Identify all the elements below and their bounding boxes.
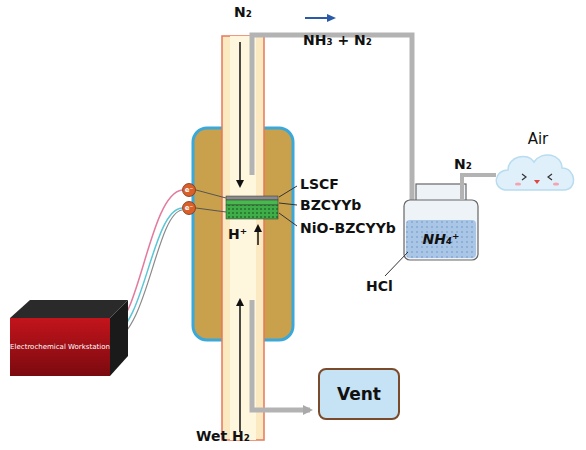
- leader-line: [279, 186, 297, 197]
- cloud-eye: [522, 174, 526, 180]
- cloud-cheek: [515, 182, 521, 185]
- layer-label: LSCF: [300, 176, 339, 192]
- node-text: NH₄⁺: [423, 231, 460, 247]
- cloud: [496, 155, 573, 190]
- terminal-label: e⁻: [185, 204, 193, 212]
- gas-label: Wet H₂: [196, 428, 250, 444]
- leader-line: [279, 203, 297, 205]
- vent-pipe: [252, 300, 310, 410]
- bottle-outlet: [462, 175, 496, 200]
- electrolyte-layer: [226, 200, 278, 205]
- hcl-solution: [406, 220, 476, 258]
- cathode-layer: [226, 196, 278, 200]
- bottle-body: [404, 200, 478, 260]
- gas-label: NH₃ + N₂: [303, 32, 372, 48]
- terminal-label: e⁻: [185, 186, 193, 194]
- solution-label: HCl: [366, 278, 393, 294]
- cloud-eye: [548, 174, 552, 180]
- reactor-tube: [222, 36, 264, 440]
- workstation-side: [110, 300, 128, 376]
- workstation-top: [10, 300, 128, 318]
- cloud-mouth: [534, 180, 540, 184]
- cloud-cheek: [553, 182, 559, 185]
- inlet-arrow: [239, 42, 241, 186]
- node-text: Air: [528, 130, 549, 148]
- gas-label: N₂: [454, 156, 472, 172]
- electrode-lead: [196, 190, 226, 198]
- terminal: [183, 202, 196, 215]
- vent-box: Vent: [318, 368, 400, 420]
- leader-line: [279, 213, 297, 226]
- workstation-label-area: Electrochemical Workstation: [7, 326, 113, 368]
- air-cloud: Air: [500, 130, 576, 202]
- node-text: Electrochemical Workstation: [10, 343, 110, 351]
- flow-arrow: [305, 17, 334, 19]
- terminal: [183, 184, 196, 197]
- absorption-bottle: NH₄⁺: [408, 222, 474, 256]
- bottle-neck: [416, 184, 466, 202]
- anode-layer: [226, 205, 278, 219]
- layer-label: NiO-BZCYYb: [300, 220, 396, 236]
- node-text: Vent: [337, 384, 381, 404]
- leader-line: [385, 252, 408, 276]
- ion-label: H⁺: [228, 226, 247, 242]
- layer-label: BZCYYb: [300, 197, 361, 213]
- proton-arrow: [257, 226, 259, 245]
- inlet-arrow: [239, 300, 241, 432]
- electrode-lead: [196, 208, 226, 212]
- gas-label: N₂: [234, 4, 252, 20]
- workstation-front: [10, 318, 110, 376]
